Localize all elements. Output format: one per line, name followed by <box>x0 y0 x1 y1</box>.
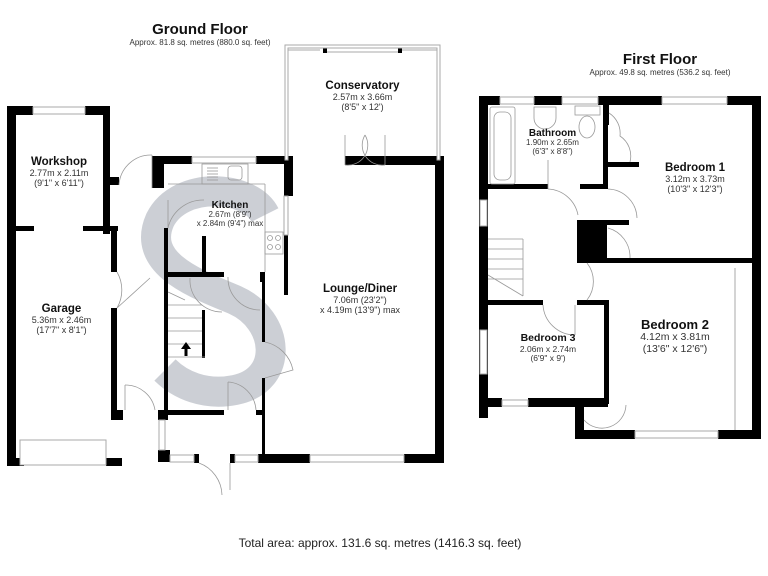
room-label-bedroom-3: Bedroom 3 2.06m x 2.74m (6'9" x 9') <box>503 332 593 363</box>
bathroom-fittings <box>489 105 601 185</box>
kitchen-fittings <box>168 163 284 272</box>
ground-floor-walls <box>7 45 444 466</box>
room-dimensions-imperial: (6'9" x 9') <box>530 352 566 363</box>
first-floor-walls <box>479 96 761 439</box>
room-dimensions-imperial: (8'5" x 12') <box>341 101 384 112</box>
room-dimensions: 3.12m x 3.73m <box>665 173 725 184</box>
ground-floor-title: Ground Floor <box>152 21 248 38</box>
ground-floor-windows <box>19 44 441 466</box>
ground-floor-stairs <box>167 291 205 358</box>
room-name: Lounge/Diner <box>322 283 398 295</box>
room-dimensions: 2.06m x 2.74m <box>519 343 577 354</box>
room-name: Bathroom <box>528 128 577 139</box>
room-dimensions-imperial: (9'1" x 6'11") <box>34 177 84 188</box>
first-floor-area: Approx. 49.8 sq. metres (536.2 sq. feet) <box>589 67 731 77</box>
first-floor-heading: First Floor Approx. 49.8 sq. metres (536… <box>560 51 760 77</box>
room-dimensions-imperial: (17'7" x 8'1") <box>36 324 87 335</box>
room-dimensions-imperial: x 4.19m (13'9") max <box>320 304 400 315</box>
room-name: Conservatory <box>325 80 400 92</box>
room-label-kitchen: Kitchen 2.67m (8'9") x 2.84m (9'4") max <box>190 200 270 229</box>
first-floor-title: First Floor <box>622 51 698 68</box>
room-label-workshop: Workshop 2.77m x 2.11m (9'1" x 6'11") <box>14 156 104 188</box>
room-dimensions: 2.77m x 2.11m <box>29 167 89 178</box>
room-name: Bedroom 2 <box>641 317 709 332</box>
watermark-logo-icon <box>141 176 286 407</box>
room-dimensions: 2.67m (8'9") <box>208 210 252 219</box>
ground-floor-heading: Ground Floor Approx. 81.8 sq. metres (88… <box>90 21 310 47</box>
total-area: Total area: approx. 131.6 sq. metres (14… <box>238 536 522 550</box>
stairs-up-arrow-icon <box>181 342 191 356</box>
first-floor-windows <box>479 96 736 439</box>
ground-floor-area: Approx. 81.8 sq. metres (880.0 sq. feet) <box>129 37 271 47</box>
room-name: Kitchen <box>211 200 249 211</box>
room-label-bedroom-1: Bedroom 1 3.12m x 3.73m (10'3" x 12'3") <box>650 162 740 194</box>
room-dimensions: 7.06m (23'2") <box>333 294 387 305</box>
room-label-conservatory: Conservatory 2.57m x 3.66m (8'5" x 12') <box>315 80 410 112</box>
room-dimensions: 2.57m x 3.66m <box>332 91 393 102</box>
room-name: Workshop <box>30 156 87 168</box>
room-label-lounge-diner: Lounge/Diner 7.06m (23'2") x 4.19m (13'9… <box>300 283 420 315</box>
first-floor-stairs <box>487 238 524 297</box>
room-name: Bedroom 1 <box>664 162 726 174</box>
room-name: Garage <box>41 303 82 315</box>
room-label-bathroom: Bathroom 1.90m x 2.65m (6'3" x 8'8") <box>515 128 590 157</box>
room-label-bedroom-2: Bedroom 2 4.12m x 3.81m (13'6" x 12'6") <box>620 317 730 355</box>
room-dimensions-imperial: (10'3" x 12'3") <box>667 183 723 194</box>
room-dimensions-imperial: x 2.84m (9'4") max <box>196 218 264 228</box>
room-dimensions: 1.90m x 2.65m <box>526 138 579 147</box>
room-name: Bedroom 3 <box>520 332 576 344</box>
room-dimensions-imperial: (6'3" x 8'8") <box>532 146 573 156</box>
ground-floor-doors <box>116 134 386 496</box>
room-label-garage: Garage 5.36m x 2.46m (17'7" x 8'1") <box>14 303 109 335</box>
room-dimensions-imperial: (13'6" x 12'6") <box>642 342 708 355</box>
room-dimensions: 4.12m x 3.81m <box>640 331 710 344</box>
room-dimensions: 5.36m x 2.46m <box>31 314 92 325</box>
first-floor-doors <box>542 112 638 429</box>
